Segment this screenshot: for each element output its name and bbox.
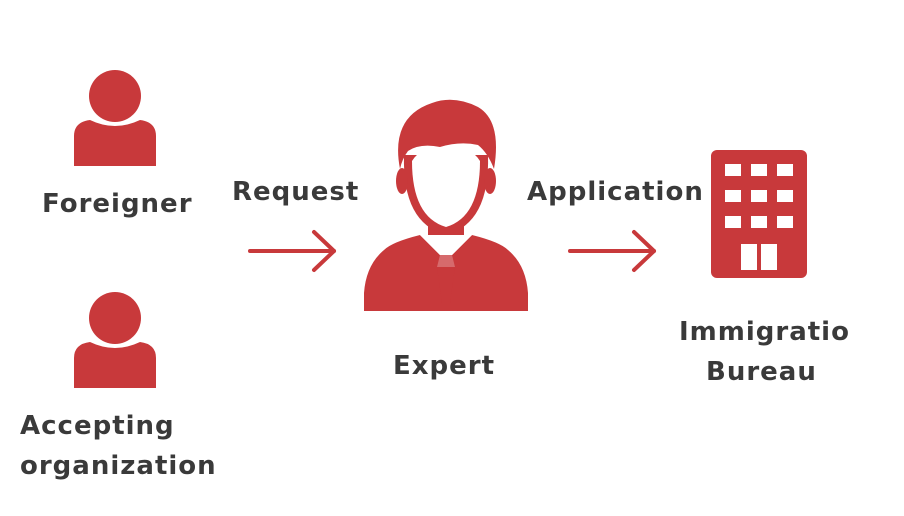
person-icon (74, 70, 156, 166)
arrow-right-icon (248, 230, 336, 272)
accepting-organization-label-line1: Accepting (20, 411, 175, 441)
immigration-label-line1: Immigratio (679, 317, 850, 347)
accepting-organization-label-line2: organization (20, 451, 217, 481)
request-label: Request (232, 177, 360, 207)
foreigner-label: Foreigner (42, 189, 193, 219)
businessman-icon (364, 99, 528, 311)
expert-label: Expert (393, 351, 496, 381)
person-icon (74, 292, 156, 388)
immigration-label-line2: Bureau (706, 357, 817, 387)
application-label: Application (527, 177, 704, 207)
arrow-right-icon (568, 230, 656, 272)
building-icon (711, 150, 807, 278)
